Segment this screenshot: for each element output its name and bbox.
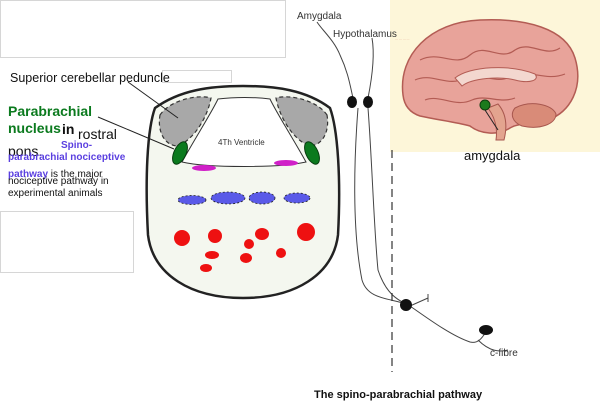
parabrachial-arrow (97, 116, 175, 150)
blue-nucleus (283, 192, 311, 204)
pathway-lines (316, 21, 509, 352)
red-nucleus (276, 248, 286, 258)
corpus-callosum (454, 67, 537, 87)
blue-nucleus (177, 195, 207, 205)
ascending-tract (354, 107, 407, 305)
empty-box-top-left (0, 0, 286, 58)
label-hypothalamus: Hypothalamus (333, 29, 397, 40)
pathway-to-amygdala (316, 21, 354, 99)
neuron-cell-body-icon (479, 325, 493, 335)
spino-line-2: parabrachial nociceptive (8, 152, 126, 163)
blue-nucleus (210, 191, 246, 205)
synapse-branch (409, 294, 429, 307)
red-nucleus (255, 228, 269, 240)
blue-nucleus (248, 191, 276, 205)
spino-line-1: Spino- (61, 140, 93, 151)
primary-afferent (409, 305, 487, 343)
brain-annotation-dots: ··· ··· ··· ··· (395, 37, 410, 41)
desc-line-2: nociceptive pathway in (8, 176, 109, 187)
pathway-to-hypothalamus (367, 37, 374, 99)
red-nucleus (208, 229, 222, 243)
neuron-cell-body-icon (400, 299, 412, 311)
spino-line-3: pathway is the major (8, 164, 102, 182)
empty-box-left (0, 211, 134, 273)
desc-line-3: experimental animals (8, 188, 103, 199)
cerebellum (511, 103, 557, 128)
parabrachial-line-1: Parabrachial nucleus (8, 103, 98, 137)
magenta-nucleus-left (192, 165, 216, 171)
parabrachial-text-block: Parabrachial nucleus (8, 103, 98, 137)
label-c-fibre: c-fibre (490, 348, 518, 359)
diagram-caption: The spino-parabrachial pathway (314, 389, 483, 401)
label-amygdala-caption: amygdala (464, 148, 521, 163)
parabrachial-nucleus-left (172, 141, 188, 165)
parabrachial-rest: rostral pons. (8, 126, 117, 159)
peduncle-arrow (127, 81, 179, 119)
collateral-tract (367, 107, 407, 305)
red-nucleus (244, 239, 254, 249)
parabrachial-title: Parabrachial nucleus (8, 103, 93, 136)
superior-cerebellar-peduncle-left (158, 96, 212, 147)
red-nucleus (297, 223, 315, 241)
parabrachial-nucleus-right (304, 141, 320, 165)
neuron-cell-body-icon (363, 96, 373, 108)
parabrachial-in: in (62, 121, 75, 137)
red-nucleus (205, 251, 219, 259)
blue-nuclei (177, 191, 311, 205)
empty-box-peduncle-label (162, 70, 232, 83)
amygdala-arrow (484, 109, 499, 131)
brain-panel: ··· ··· ··· ··· (390, 0, 600, 152)
c-fibre-peripheral (477, 339, 509, 352)
brainstem (487, 103, 507, 141)
label-superior-cerebellar-peduncle: Superior cerebellar peduncle (10, 71, 170, 85)
fourth-ventricle (181, 97, 307, 167)
red-nucleus (200, 264, 212, 272)
superior-cerebellar-peduncle-right (275, 96, 329, 147)
red-nuclei (174, 223, 315, 272)
red-nucleus (174, 230, 190, 246)
label-fourth-ventricle: 4Th Ventricle (218, 138, 265, 147)
neuron-cell-body-icon (347, 96, 357, 108)
spino-pathway-word: pathway (8, 169, 49, 180)
label-amygdala-top: Amygdala (297, 11, 342, 22)
desc-tail: is the major (48, 169, 103, 180)
magenta-nucleus-right (274, 160, 298, 166)
red-nucleus (240, 253, 252, 263)
amygdala-marker (479, 99, 491, 111)
